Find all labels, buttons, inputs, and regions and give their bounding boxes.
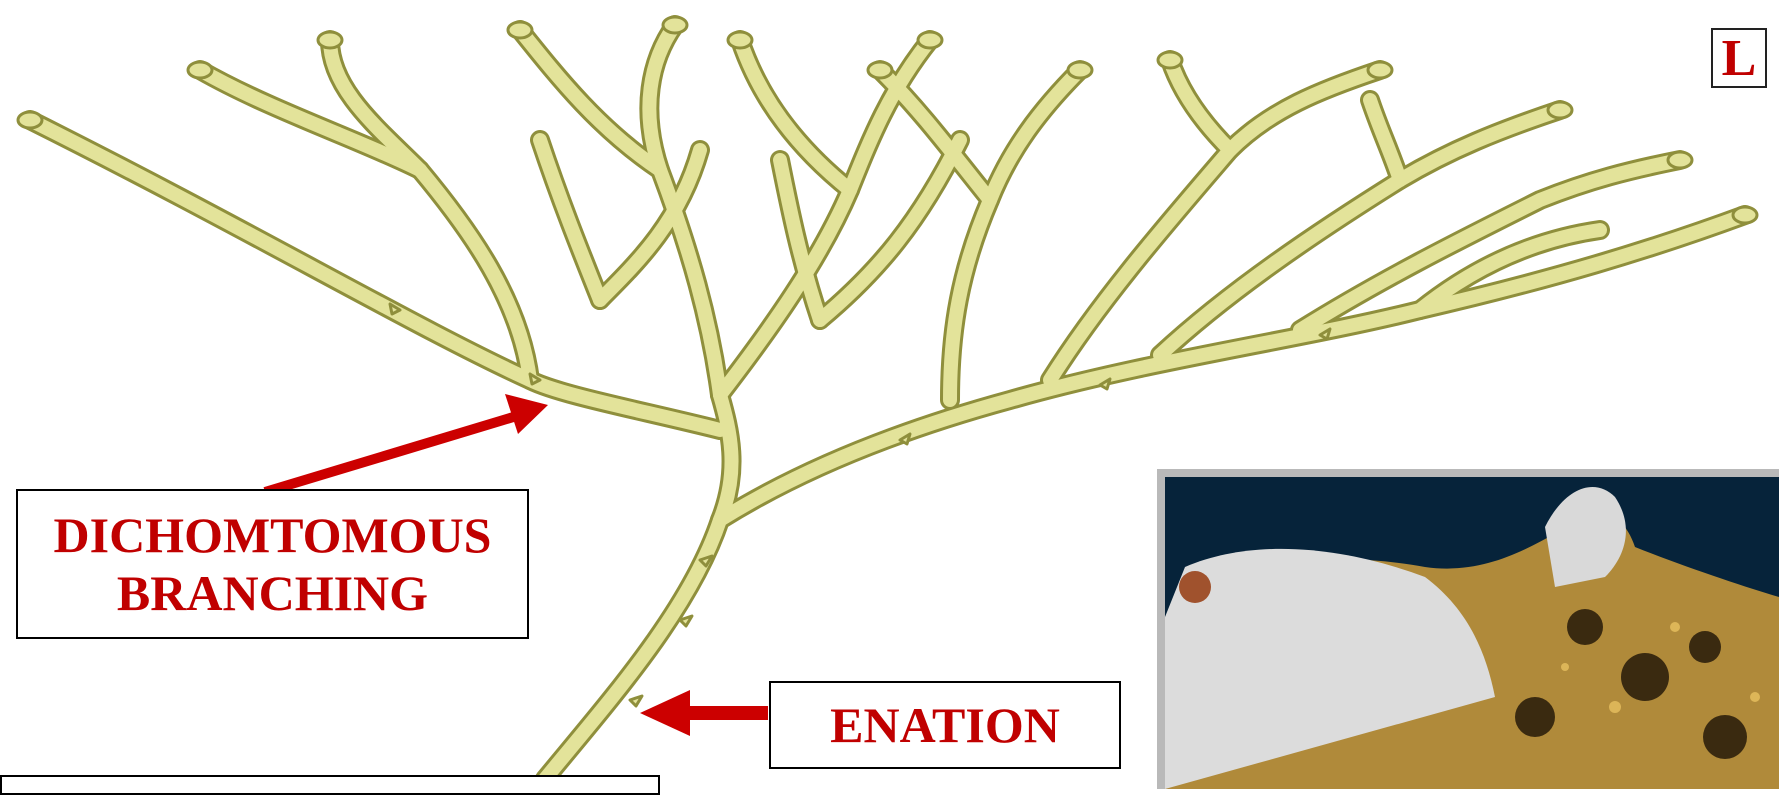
dichotomous-label-line1: DICHOMTOMOUS [54,506,492,564]
enation-label-text: ENATION [830,696,1060,754]
corner-letter-text: L [1722,29,1757,88]
arrow-enation-head [640,690,690,736]
bottom-caption-box [0,775,660,795]
arrow-dichotomous [265,415,520,492]
inset-photo [1157,469,1779,789]
dichotomous-branching-label: DICHOMTOMOUS BRANCHING [16,489,529,639]
photo-image [1165,477,1779,789]
enation-label: ENATION [769,681,1121,769]
corner-letter-label: L [1711,28,1767,88]
dichotomous-label-line2: BRANCHING [54,564,492,622]
